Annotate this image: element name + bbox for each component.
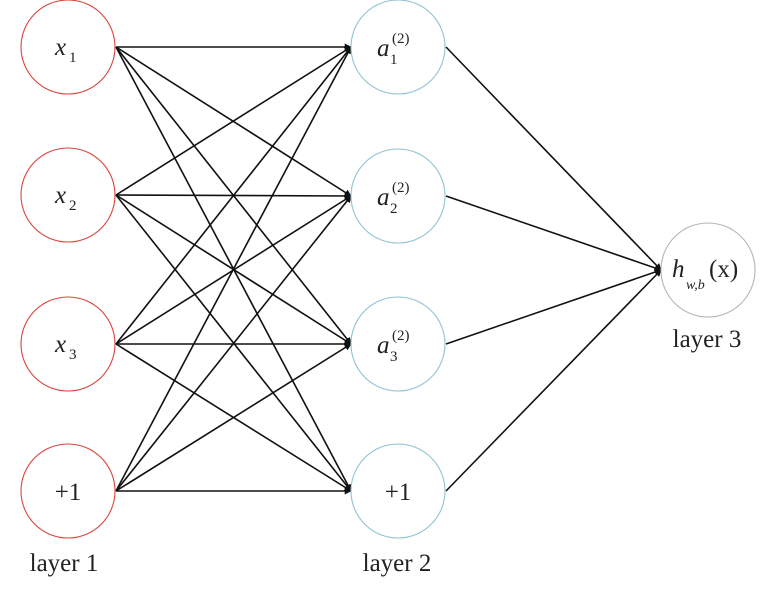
edge-l1n4-l2n2 (115, 195, 352, 492)
input-node-x3-symbol: x (54, 331, 66, 358)
edge-l2n1-output (445, 46, 662, 271)
hidden-node-a3-superscript: (2) (392, 328, 410, 344)
hidden-node-a2-superscript: (2) (392, 180, 410, 196)
input-node-x3-subscript: 3 (69, 347, 77, 363)
output-node-h-symbol: h (672, 256, 685, 283)
input-node-x1-symbol: x (54, 34, 66, 61)
output-node-h: h w,b (x) (660, 222, 756, 318)
input-node-x2-symbol: x (54, 182, 66, 209)
hidden-node-a3: a (2) 3 (350, 296, 446, 392)
hidden-bias-node: +1 (350, 443, 446, 539)
hidden-node-a1: a (2) 1 (350, 0, 446, 95)
edge-l2n3-output (445, 268, 662, 345)
edge-l1n4-l2n3 (115, 343, 352, 492)
input-bias-label: +1 (55, 479, 82, 506)
edge-l1n2-l2n1 (115, 46, 352, 196)
layer-1-label: layer 1 (30, 550, 99, 577)
layer-3-label: layer 3 (673, 326, 742, 353)
input-node-x1-subscript: 1 (69, 50, 77, 66)
input-layer: x 1 x 2 x 3 +1 (20, 0, 116, 539)
layer-2-label: layer 2 (363, 550, 432, 577)
edge-l1n3-l2n1 (115, 46, 352, 345)
hidden-node-a1-superscript: (2) (392, 31, 410, 47)
output-node-h-subscript: w,b (686, 278, 705, 293)
output-node-h-argument: (x) (709, 256, 738, 283)
input-node-x3: x 3 (20, 296, 116, 392)
connections (115, 43, 662, 495)
input-node-x2-subscript: 2 (69, 198, 77, 214)
hidden-layer: a (2) 1 a (2) 2 a (2) 3 +1 (350, 0, 446, 539)
hidden-node-a3-symbol: a (377, 332, 390, 359)
hidden-bias-label: +1 (385, 479, 412, 506)
hidden-node-a3-subscript: 3 (390, 349, 398, 365)
hidden-node-a1-symbol: a (377, 35, 390, 62)
input-node-x2: x 2 (20, 147, 116, 243)
hidden-node-a1-subscript: 1 (390, 52, 398, 68)
output-layer: h w,b (x) (660, 222, 756, 318)
hidden-node-a2-subscript: 2 (390, 201, 398, 217)
hidden-node-a2-symbol: a (377, 184, 390, 211)
edge-l1n4-l2n1 (115, 46, 352, 492)
edge-l2n2-output (445, 195, 662, 272)
hidden-node-a2: a (2) 2 (350, 148, 446, 244)
edge-l2n4-output (445, 269, 662, 492)
input-node-x1: x 1 (20, 0, 116, 95)
input-bias-node: +1 (20, 443, 116, 539)
